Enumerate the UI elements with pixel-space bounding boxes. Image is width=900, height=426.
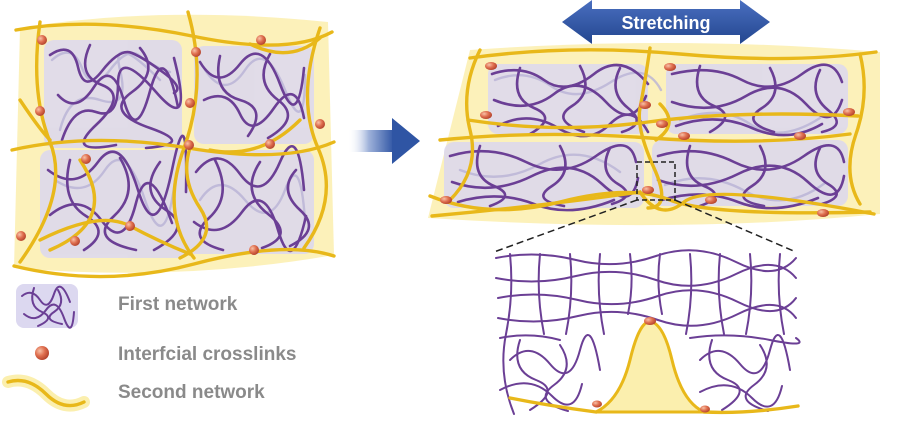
second-network-strands [428,46,878,218]
second-network-strand [508,396,800,415]
crosslink [440,196,452,204]
network-domain [488,64,648,134]
zoom-line [493,199,638,253]
interfacial-crosslinks [440,62,855,217]
crosslink [639,101,651,109]
legend: First network Interfcial crosslinks Seco… [2,284,296,412]
crosslink-icon [35,346,49,360]
legend-label-crosslinks: Interfcial crosslinks [118,344,296,365]
crosslink [817,209,829,217]
crosslink [265,139,275,149]
crosslink [794,132,806,140]
legend-item-crosslinks: Interfcial crosslinks [35,344,296,365]
crosslink [70,236,80,246]
legend-label-first-network: First network [118,294,238,315]
crosslink [664,63,676,71]
legend-item-second-network: Second network [2,374,265,412]
stretching-label: Stretching [621,13,710,33]
network-domain [194,46,314,144]
zoom-region-box [636,161,676,201]
crosslink [700,405,710,413]
second-network-bulge [595,320,705,414]
crosslink [81,154,91,164]
crosslink [480,111,492,119]
crosslink [315,119,325,129]
crosslink [35,106,45,116]
crosslink [485,62,497,70]
crosslink [678,132,690,140]
transition-arrow [348,118,420,164]
first-network-icon [16,284,78,329]
legend-item-first-network: First network [16,284,238,329]
second-network-icon [2,374,90,412]
first-network-chains [448,63,846,212]
crosslink [191,47,201,57]
legend-label-second-network: Second network [118,382,265,403]
network-domain [652,140,848,206]
interfacial-crosslinks [592,317,710,413]
crosslink [249,245,259,255]
unstretched-network [10,10,336,279]
crosslink [644,317,656,325]
stretching-arrow: Stretching [562,0,770,44]
crosslink [705,196,717,204]
crosslink [592,400,602,408]
first-network-mesh [495,249,801,415]
zoomed-inset [495,249,801,415]
first-network-chains [46,43,311,253]
interfacial-crosslinks [16,35,325,255]
crosslink [256,35,266,45]
crosslink [37,35,47,45]
crosslink [16,231,26,241]
crosslink [184,140,194,150]
crosslink [185,98,195,108]
crosslink [125,221,135,231]
crosslink [843,108,855,116]
crosslink [642,186,654,194]
crosslink [656,120,668,128]
stretched-network [428,42,880,253]
